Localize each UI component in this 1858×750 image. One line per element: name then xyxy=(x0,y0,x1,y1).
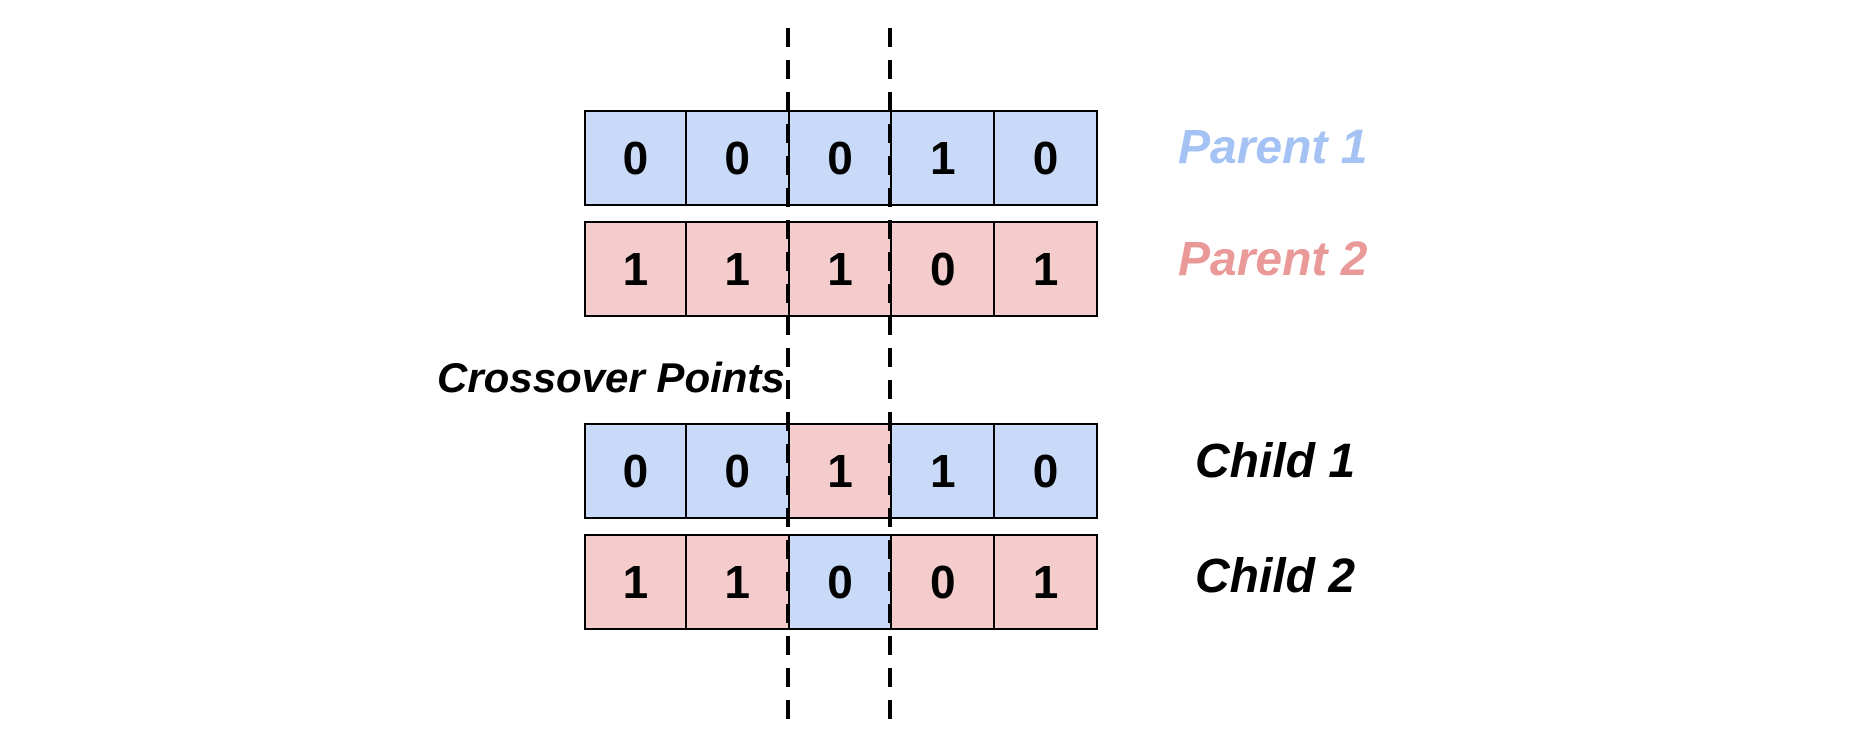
gene-cell-parent2-0: 1 xyxy=(584,221,687,317)
gene-cell-child1-0: 0 xyxy=(584,423,687,519)
gene-cell-parent1-3: 1 xyxy=(890,110,996,206)
child1-label: Child 1 xyxy=(1195,435,1356,488)
parent1-label: Parent 1 xyxy=(1178,121,1368,174)
gene-cell-child1-3: 1 xyxy=(890,423,996,519)
gene-cell-parent2-3: 0 xyxy=(890,221,996,317)
child2-label: Child 2 xyxy=(1195,550,1356,603)
crossover-point-line-2 xyxy=(888,28,892,732)
gene-cell-parent2-2: 1 xyxy=(787,221,893,317)
crossover-point-line-1 xyxy=(786,28,790,732)
gene-cell-child1-2: 1 xyxy=(787,423,893,519)
crossover-points-label: Crossover Points xyxy=(437,354,785,401)
gene-cell-parent2-4: 1 xyxy=(993,221,1098,317)
gene-cell-child2-1: 1 xyxy=(684,534,790,630)
gene-cell-child1-1: 0 xyxy=(684,423,790,519)
gene-cell-child2-0: 1 xyxy=(584,534,687,630)
gene-cell-parent2-1: 1 xyxy=(684,221,790,317)
gene-cell-parent1-1: 0 xyxy=(684,110,790,206)
gene-cell-child1-4: 0 xyxy=(993,423,1098,519)
gene-cell-child2-3: 0 xyxy=(890,534,996,630)
gene-cell-parent1-2: 0 xyxy=(787,110,893,206)
gene-cell-parent1-4: 0 xyxy=(993,110,1098,206)
parent2-label: Parent 2 xyxy=(1178,233,1368,286)
gene-cell-child2-2: 0 xyxy=(787,534,893,630)
gene-cell-child2-4: 1 xyxy=(993,534,1098,630)
gene-cell-parent1-0: 0 xyxy=(584,110,687,206)
